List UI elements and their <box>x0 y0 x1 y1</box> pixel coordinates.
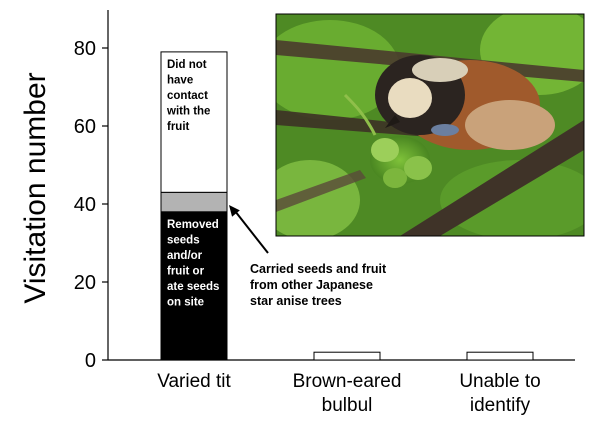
x-category-label-line: identify <box>470 395 531 416</box>
x-category-labels: Varied tit Brown-eared bulbul Unable to iden… <box>157 371 540 416</box>
segment-label-line: Did not <box>167 59 207 71</box>
annotation: Carried seeds and fruit from other Japane… <box>229 205 387 308</box>
inset-photo-frame <box>275 13 585 237</box>
inset-photo <box>276 14 584 236</box>
y-ticks: 0 20 40 60 80 <box>74 38 108 372</box>
segment-label-line: Removed <box>167 219 219 231</box>
segment-label-line: ate seeds <box>167 281 219 293</box>
segment-label-line: on site <box>167 296 204 308</box>
bar-segment <box>313 351 381 361</box>
segment-label: Did not have contact with the fruit <box>166 59 210 133</box>
bar-segment <box>160 191 228 213</box>
segment-label-line: seeds <box>167 234 200 246</box>
x-category-label-line: bulbul <box>322 395 373 416</box>
segment-label: Removed seeds and/or fruit or ate seeds on si… <box>167 219 219 308</box>
annotation-arrow-head <box>229 205 240 217</box>
x-category-label-line: Varied tit <box>157 371 231 392</box>
y-axis-title: Visitation number <box>19 72 52 303</box>
annotation-text-line: from other Japanese <box>250 278 373 292</box>
x-category-label-line: Brown-eared <box>293 371 402 392</box>
segment-label-line: with the <box>166 105 210 117</box>
y-tick-label: 20 <box>74 272 96 294</box>
annotation-text-line: Carried seeds and fruit <box>250 262 387 276</box>
y-tick-label: 60 <box>74 116 96 138</box>
y-tick-label: 80 <box>74 38 96 60</box>
x-category-label: Unable to identify <box>459 371 540 416</box>
segment-label-line: and/or <box>167 250 203 262</box>
x-category-label-line: Unable to <box>459 371 540 392</box>
segment-label-line: contact <box>167 90 208 102</box>
bar-segment <box>160 51 228 193</box>
bar-segment <box>160 211 228 361</box>
annotation-text: Carried seeds and fruit from other Japane… <box>250 262 387 308</box>
y-tick-label: 0 <box>85 350 96 372</box>
segment-label-line: fruit <box>167 121 190 133</box>
x-category-label: Brown-eared bulbul <box>293 371 402 416</box>
segment-label-line: have <box>167 74 193 86</box>
segment-labels: Removed seeds and/or fruit or ate seeds on si… <box>166 59 219 308</box>
bars <box>160 51 534 361</box>
y-tick-label: 40 <box>74 194 96 216</box>
x-category-label: Varied tit <box>157 371 231 392</box>
bar-segment <box>466 351 534 361</box>
annotation-text-line: star anise trees <box>250 294 342 308</box>
segment-label-line: fruit or <box>167 265 205 277</box>
annotation-arrow-line <box>234 210 269 254</box>
